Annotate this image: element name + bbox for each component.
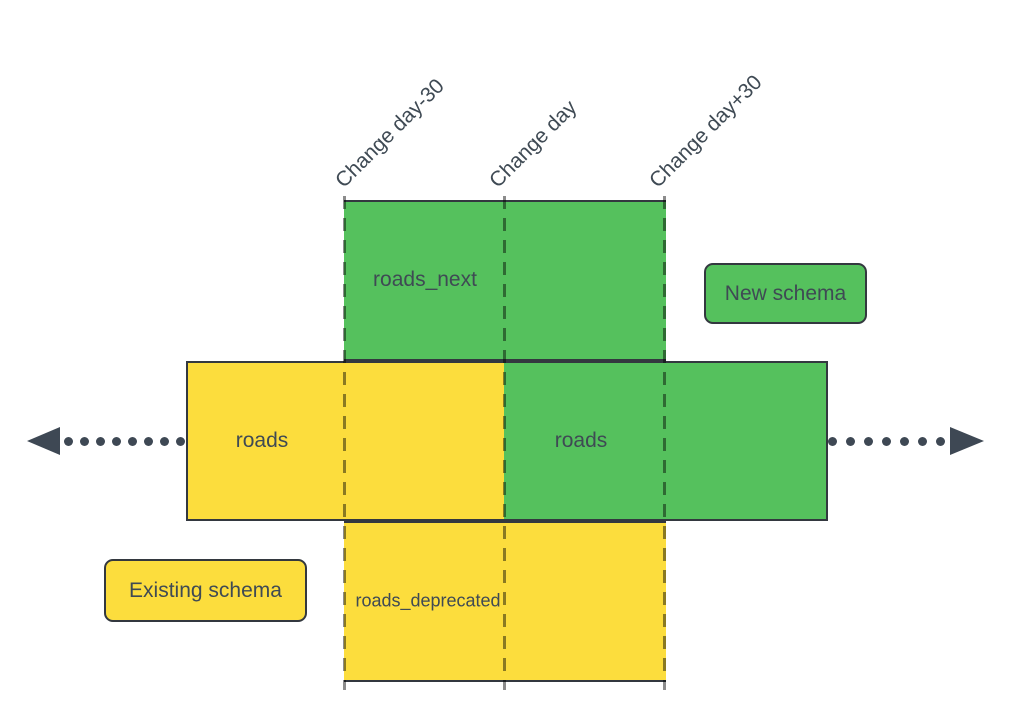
timeline-arrowhead-left-icon	[27, 427, 60, 455]
roads-next-box	[344, 200, 666, 361]
arrow-dot	[144, 436, 153, 446]
roads-new-label: roads	[554, 429, 608, 452]
arrow-dot	[64, 436, 73, 446]
change-day-minus-30-line	[343, 196, 346, 690]
timeline-marker-change-day-minus-30: Change day-30	[331, 74, 449, 193]
timeline-marker-change-day-plus-30: Change day+30	[645, 70, 767, 193]
roads-deprecated-label: roads_deprecated	[355, 590, 501, 611]
arrow-dot	[160, 436, 169, 446]
timeline-arrowhead-right-icon	[950, 427, 984, 455]
arrow-dot	[846, 436, 855, 446]
roads-next-label: roads_next	[373, 268, 477, 291]
roads-existing-box	[186, 361, 504, 521]
legend-existing-schema: Existing schema	[104, 559, 307, 622]
arrow-dot	[882, 436, 891, 446]
change-day-line	[503, 196, 506, 690]
arrow-dot	[176, 436, 185, 446]
timeline-marker-change-day: Change day	[485, 95, 582, 193]
timeline-dotted-line-left	[64, 436, 187, 446]
arrow-dot	[828, 436, 837, 446]
timeline-dotted-line-right	[828, 436, 946, 446]
arrow-dot	[96, 436, 105, 446]
roads-new-box	[504, 361, 828, 521]
arrow-dot	[112, 436, 121, 446]
arrow-dot	[128, 436, 137, 446]
roads-existing-label: roads	[235, 429, 289, 452]
legend-existing-schema-label: Existing schema	[129, 578, 282, 602]
legend-new-schema: New schema	[704, 263, 867, 324]
change-day-plus-30-line	[663, 196, 666, 690]
arrow-dot	[936, 436, 945, 446]
roads-deprecated-box	[344, 521, 666, 682]
arrow-dot	[80, 436, 89, 446]
arrow-dot	[918, 436, 927, 446]
legend-new-schema-label: New schema	[724, 281, 847, 305]
arrow-dot	[900, 436, 909, 446]
arrow-dot	[864, 436, 873, 446]
